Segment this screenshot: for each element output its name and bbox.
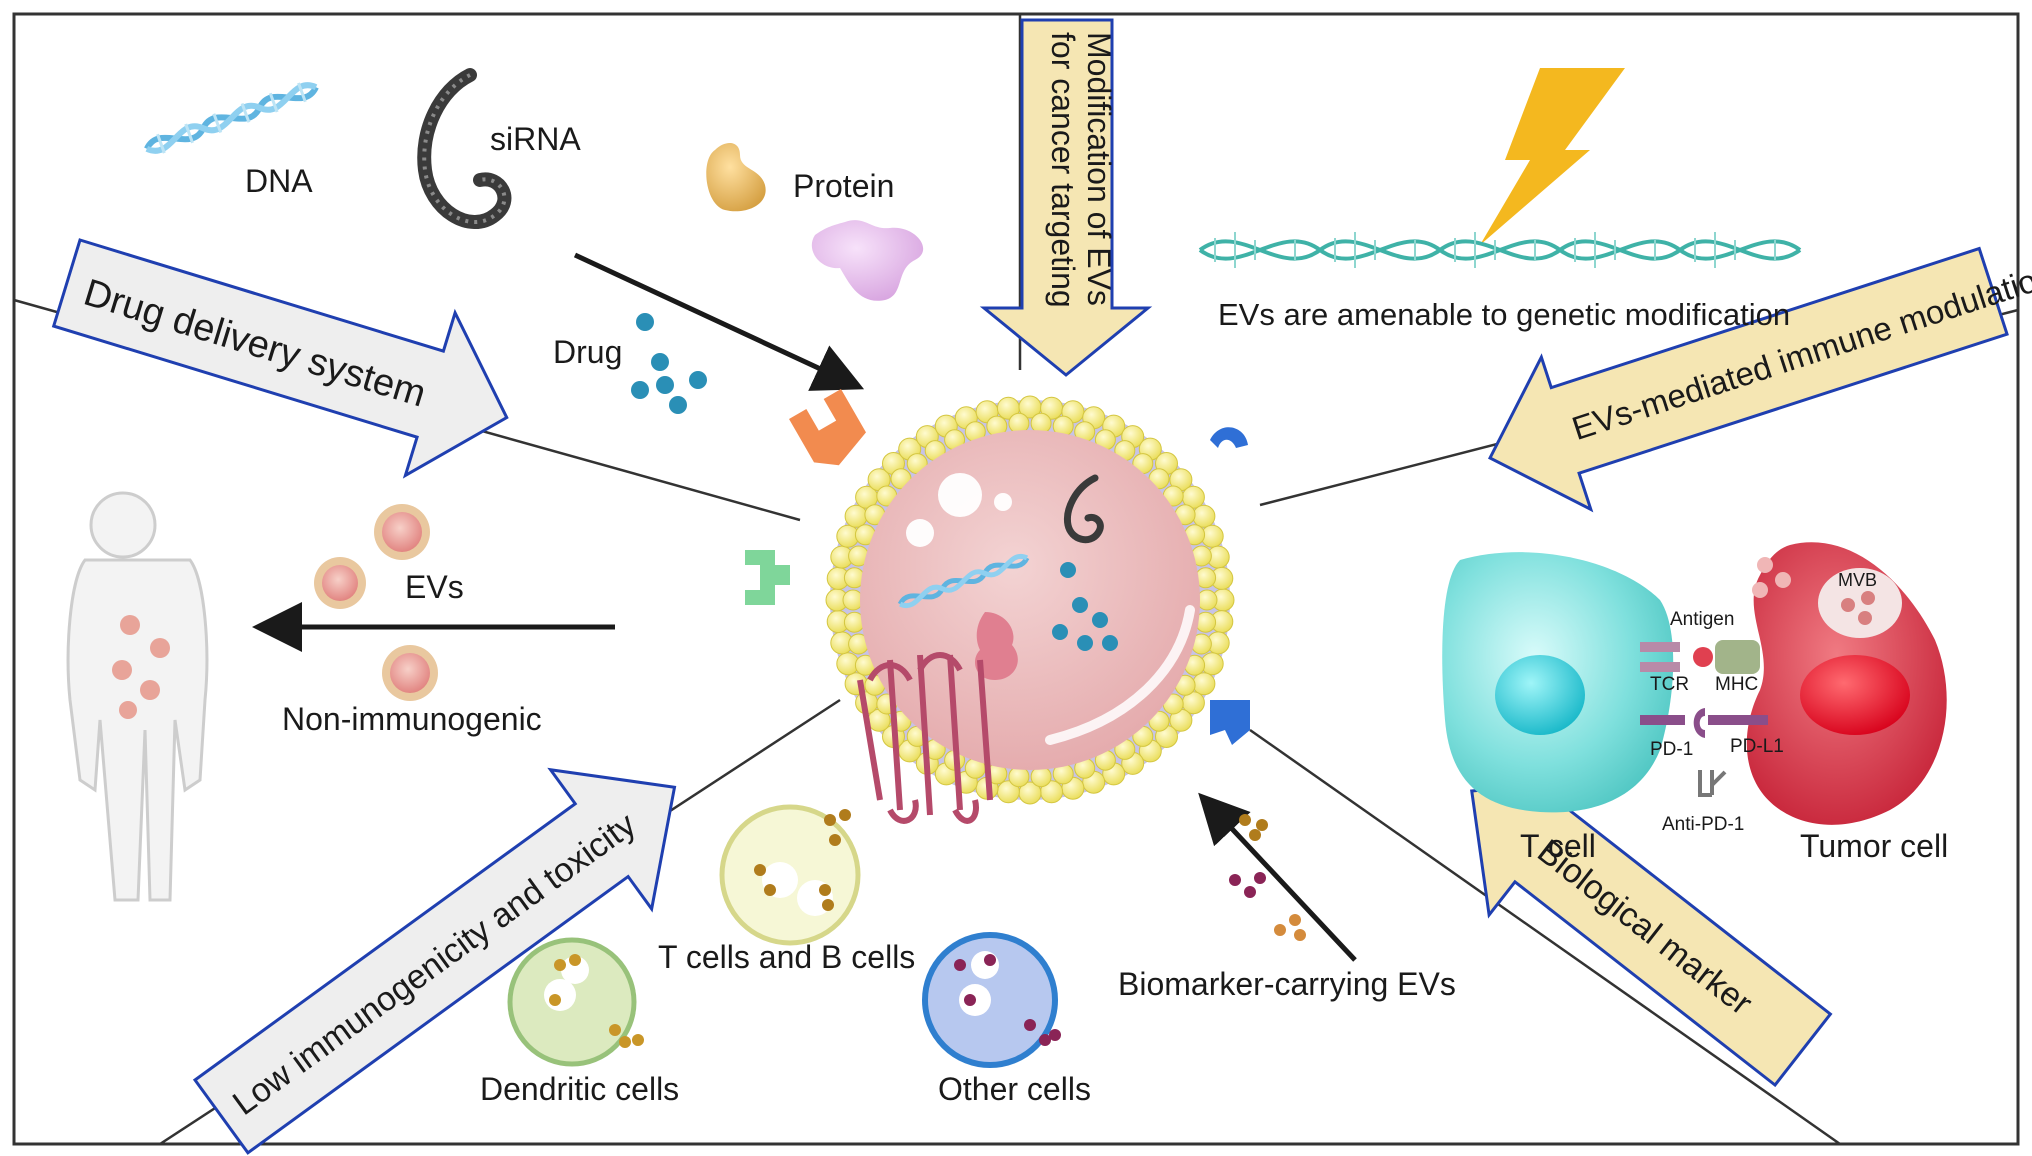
evs-label: EVs — [405, 569, 464, 605]
other-cells-icon — [922, 932, 1061, 1068]
biomarker-arrow — [1198, 792, 1357, 962]
sirna-icon — [417, 68, 512, 229]
ev-drug-dots — [1052, 562, 1118, 651]
biomarker-dots — [1229, 814, 1306, 941]
ev-sirna-icon — [1063, 474, 1104, 544]
non-immunogenic-label: Non-immunogenic — [282, 701, 542, 737]
lightning-icon — [1480, 68, 1625, 245]
pd1-icon — [1640, 715, 1685, 725]
modification-label-line2: for cancer targeting — [1045, 32, 1081, 308]
t-b-cells-label: T cells and B cells — [658, 939, 915, 975]
dna-icon — [144, 82, 319, 154]
modification-label-line1: Modification of EVs — [1081, 32, 1117, 306]
genetic-label: EVs are amenable to genetic modification — [1218, 297, 1790, 332]
pdl1-label: PD-L1 — [1730, 736, 1784, 757]
modification-arrow: Modification of EVs for cancer targeting — [979, 18, 1153, 377]
tcr-icon — [1640, 642, 1680, 652]
anti-pd1-label: Anti-PD-1 — [1662, 814, 1744, 835]
dendritic-cell-icon — [507, 937, 644, 1067]
pdl1-icon — [1693, 708, 1705, 738]
anti-pd1-icon — [1698, 770, 1727, 797]
transmembrane-proteins — [857, 652, 993, 824]
green-receptor-icon — [745, 550, 790, 605]
mhc-label: MHC — [1715, 674, 1758, 695]
dna-label: DNA — [245, 163, 313, 199]
dendritic-label: Dendritic cells — [480, 1071, 679, 1107]
t-b-cell-icon — [719, 804, 861, 946]
blue-receptor-top-icon — [1210, 427, 1248, 448]
drug-dots-icon — [631, 313, 707, 414]
orange-receptor-icon — [789, 389, 866, 466]
biomarker-evs-label: Biomarker-carrying EVs — [1118, 966, 1456, 1002]
ev-dna-icon — [897, 553, 1030, 609]
tcr-label: TCR — [1650, 674, 1689, 695]
membrane-bead — [1192, 504, 1216, 528]
other-cells-label: Other cells — [938, 1071, 1091, 1107]
pd1-label: PD-1 — [1650, 739, 1693, 760]
tumor-cell-nucleus — [1800, 655, 1910, 735]
t-cell-nucleus — [1495, 655, 1585, 735]
ev-protein-icon — [975, 612, 1018, 680]
membrane-bead — [1192, 672, 1216, 696]
ev-small-icons — [314, 504, 438, 701]
blue-receptor-bottom-icon — [1210, 700, 1250, 745]
sirna-label: siRNA — [490, 121, 581, 157]
organ-dots — [112, 615, 170, 719]
membrane-bead — [844, 504, 868, 528]
mhc-icon — [1715, 640, 1760, 674]
exosome-cluster-icon — [1752, 557, 1791, 598]
mvb-label: MVB — [1838, 570, 1877, 590]
human-body-icon — [66, 491, 209, 902]
cargo-arrow — [573, 252, 865, 391]
protein-label: Protein — [793, 168, 894, 204]
genetic-dna-icon — [1198, 232, 1802, 268]
t-cell-label: T cell — [1520, 828, 1596, 864]
central-ev — [825, 395, 1235, 805]
antigen-icon — [1693, 647, 1713, 667]
protein-small-icon — [706, 143, 766, 212]
tumor-cell-label: Tumor cell — [1800, 828, 1948, 864]
mvb-icon — [1818, 568, 1902, 638]
protein-large-icon — [811, 220, 924, 301]
drug-label: Drug — [553, 334, 622, 370]
antigen-label: Antigen — [1670, 609, 1734, 630]
